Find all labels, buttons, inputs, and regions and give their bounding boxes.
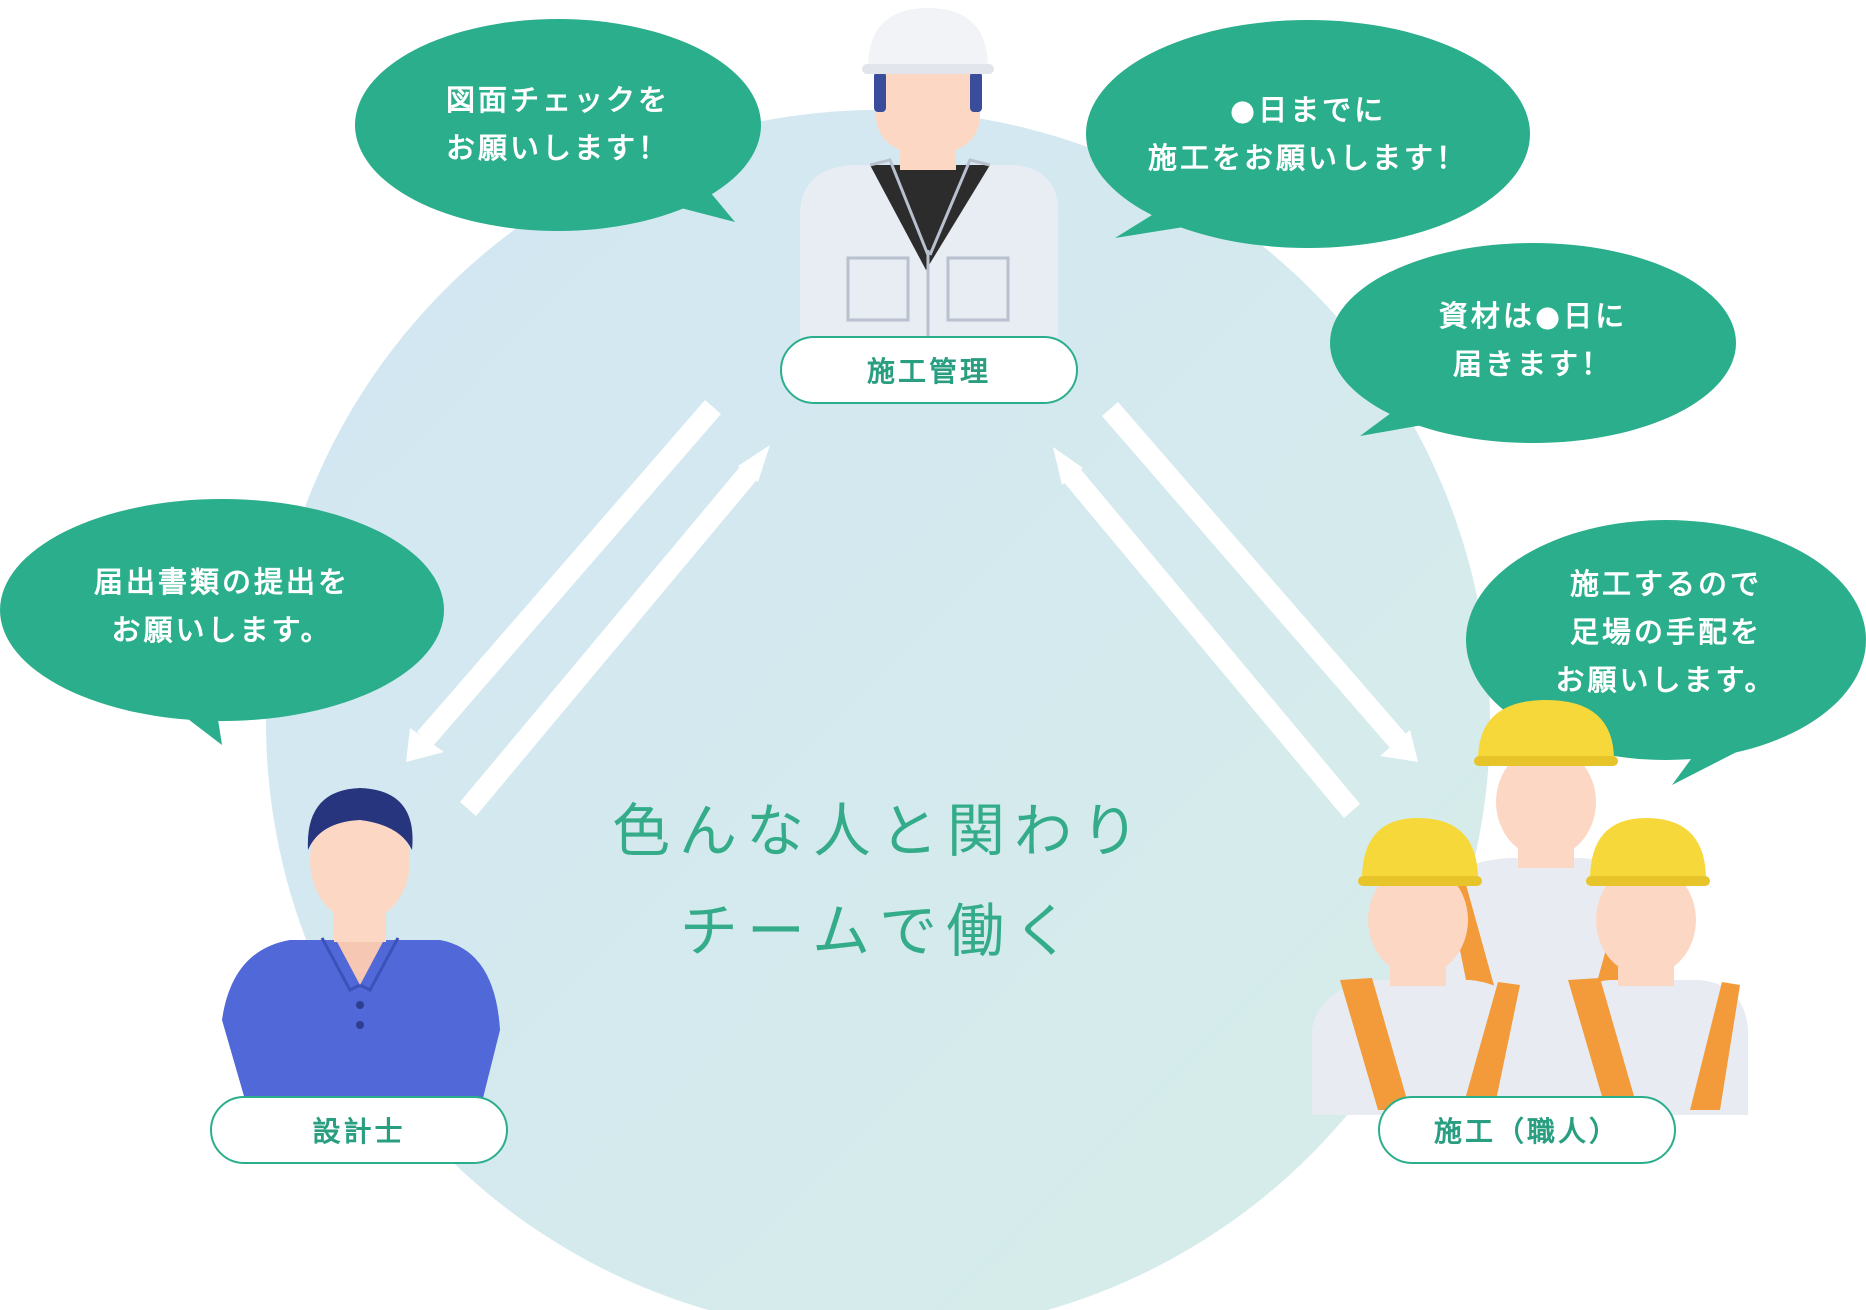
speech-bubble-scaffolding [1466,520,1866,785]
speech-bubble-construction-request [1086,20,1530,248]
double-arrow-icon [406,400,770,816]
bubble-line: 届きます！ [1452,347,1613,381]
bubble-line: 届出書類の提出を [93,565,350,599]
bubble-text-filing: 届出書類の提出を お願いします。 [40,558,404,654]
bubble-line: 足場の手配を [1569,615,1762,649]
team-circle [266,110,1490,1310]
bubble-text-scaffolding: 施工するので 足場の手配を お願いします。 [1510,560,1822,704]
bubble-line: 図面チェックを [445,83,670,117]
bubble-line: お願いします。 [111,613,333,647]
double-arrow-icon [1053,402,1418,818]
center-heading-line1: 色んな人と関わり [611,797,1148,865]
bubble-line: 施工をお願いします！ [1147,141,1468,175]
construction-manager-figure [800,8,1059,340]
bubble-line: 資材は●日に [1438,299,1628,333]
speech-bubble-drawing-check [355,19,761,231]
role-label-craftsmen: 施工（職人） [1378,1096,1676,1164]
bubble-line: お願いします。 [1555,663,1777,697]
center-heading-line2: チームで働く [679,897,1081,965]
speech-bubble-materials [1330,243,1736,443]
role-label-designer: 設計士 [210,1096,508,1164]
bubble-text-construction-request: ●日までに 施工をお願いします！ [1120,86,1496,182]
craftsmen-figure-group [1312,700,1748,1115]
bubble-text-drawing-check: 図面チェックを お願いします！ [400,76,716,172]
bubble-line: ●日までに [1229,93,1387,127]
bubble-line: 施工するので [1569,567,1762,601]
role-label-construction-manager: 施工管理 [780,336,1078,404]
designer-figure [222,788,500,1110]
bubble-line: お願いします！ [445,131,670,165]
bubble-text-materials: 資材は●日に 届きます！ [1380,292,1686,388]
speech-bubble-filing [0,499,444,745]
